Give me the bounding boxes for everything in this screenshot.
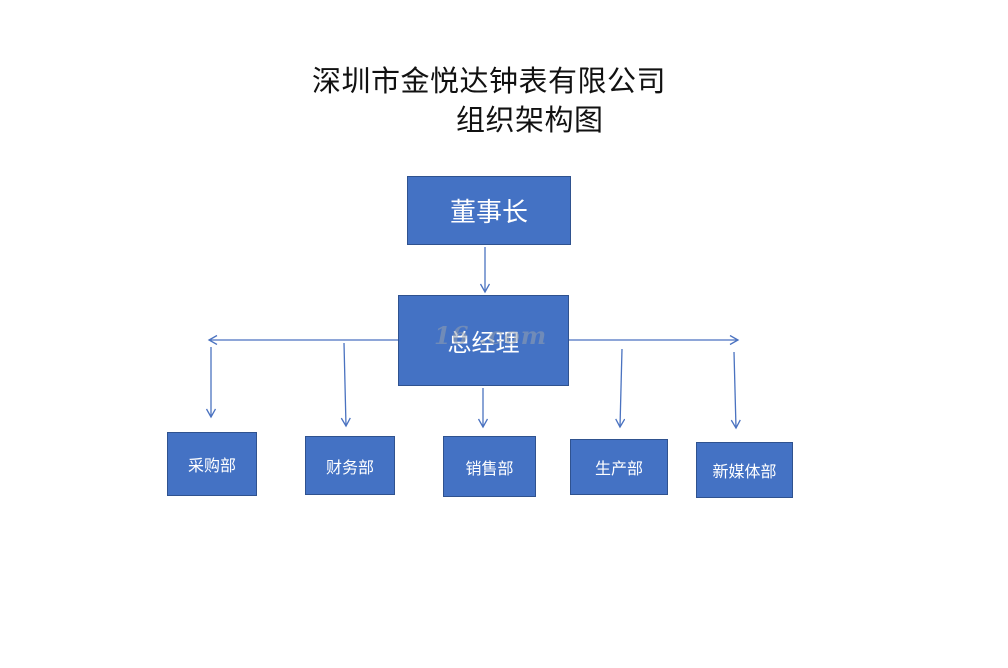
node-dept-new-media: 新媒体部: [696, 442, 793, 498]
node-dept-label: 采购部: [187, 456, 236, 475]
node-chairman-label: 董事长: [449, 198, 528, 228]
node-dept-label: 销售部: [465, 458, 514, 478]
node-dept-finance: 财务部: [305, 436, 395, 495]
node-dept-label: 新媒体部: [712, 462, 777, 481]
node-general-manager-label: 总经理: [447, 329, 520, 357]
node-dept-purchase: 采购部: [167, 432, 257, 496]
node-dept-label: 生产部: [594, 459, 643, 478]
chart-title-subtitle: 组织架构图: [456, 103, 604, 137]
node-dept-sales: 销售部: [443, 436, 536, 497]
node-dept-production: 生产部: [570, 439, 668, 495]
connector-to-finance: [344, 342, 346, 426]
node-chairman: 董事长: [407, 176, 571, 245]
chart-title-company: 深圳市金悦达钟表有限公司: [312, 64, 667, 98]
node-dept-label: 财务部: [325, 457, 374, 477]
connector-to-production: [620, 348, 622, 427]
connector-to-new-media: [734, 351, 736, 428]
node-general-manager: 总经理: [398, 295, 569, 386]
